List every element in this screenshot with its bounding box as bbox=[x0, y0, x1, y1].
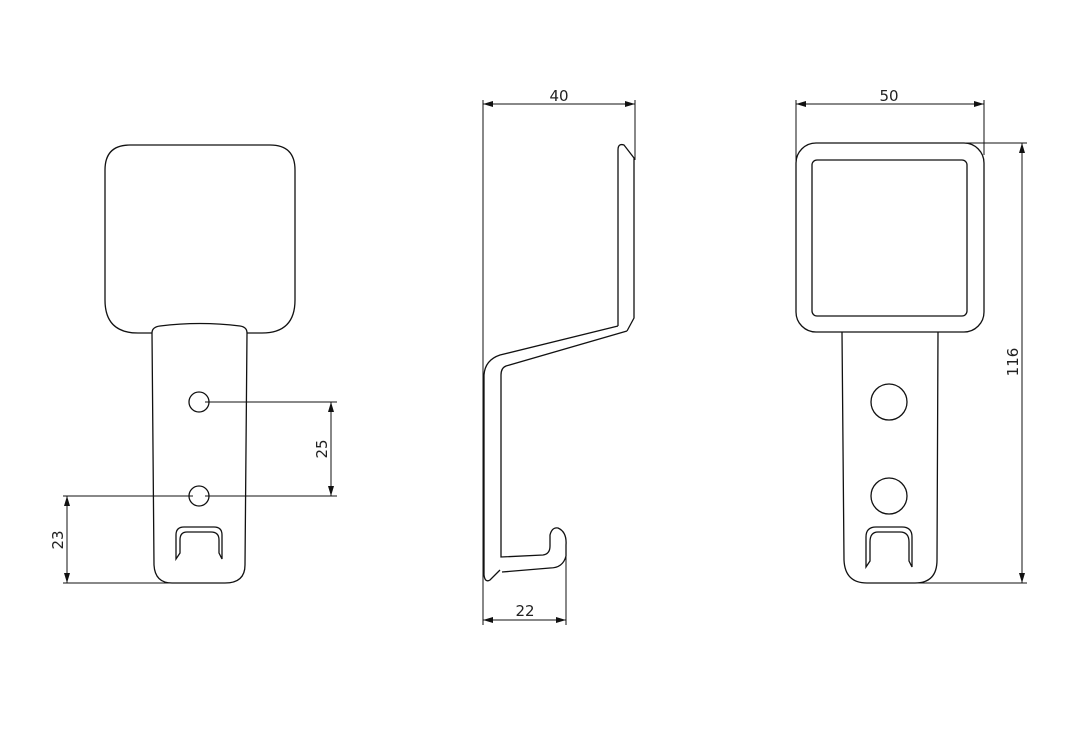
front-view: 25 23 bbox=[49, 144, 337, 584]
side-profile-inner bbox=[500, 330, 628, 573]
side-plate bbox=[617, 143, 635, 332]
rear-frame-inner bbox=[811, 159, 968, 317]
dimension-height: 116 bbox=[1004, 348, 1022, 377]
hook-slot bbox=[175, 526, 223, 562]
front-tab bbox=[151, 322, 248, 584]
front-plate bbox=[104, 144, 296, 334]
dimension-side-depth: 40 bbox=[549, 87, 568, 105]
rear-hook-slot bbox=[865, 526, 913, 570]
rear-tab bbox=[841, 331, 939, 584]
side-profile-outer bbox=[483, 325, 619, 582]
side-view: 40 22 bbox=[482, 87, 636, 625]
dimension-hook-depth: 22 bbox=[515, 602, 534, 620]
dimension-width: 50 bbox=[879, 87, 898, 105]
rear-hole-bottom bbox=[870, 477, 908, 515]
rear-view: 50 116 bbox=[795, 87, 1027, 584]
dimension-hole-spacing: 25 bbox=[313, 439, 331, 458]
dimension-bottom-hole-height: 23 bbox=[49, 530, 67, 549]
rear-frame-outer bbox=[795, 142, 985, 333]
rear-hole-top bbox=[870, 383, 908, 421]
